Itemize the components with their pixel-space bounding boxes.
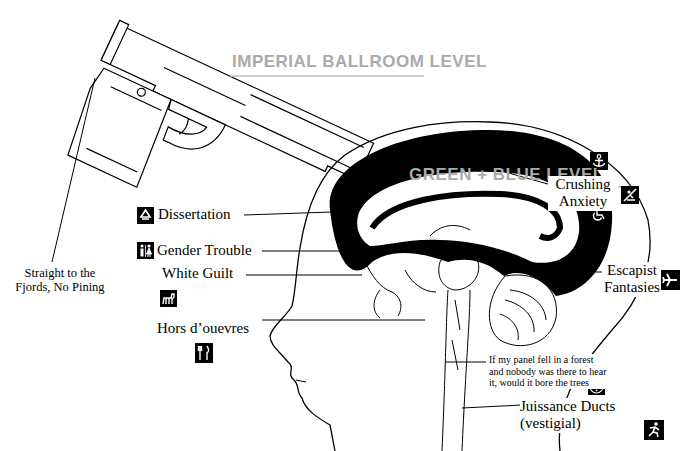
brain-part-label: Juissance Ducts (vestigial) — [520, 398, 642, 433]
brain-part-label: Dissertation — [158, 206, 231, 223]
level-heading: IMPERIAL BALLROOM LEVEL — [232, 52, 487, 72]
brain-part-label: White Guilt — [162, 265, 233, 282]
brain-part-label: Escapist Fantasies — [603, 262, 661, 297]
brain-part-label: Crushing Anxiety — [548, 176, 618, 211]
fornix — [430, 225, 470, 236]
animal-icon — [160, 290, 177, 307]
head-outline — [270, 122, 650, 451]
restroom-icon — [137, 242, 154, 259]
brain-part-label: Hors d’ouevres — [157, 320, 249, 337]
airplane-icon — [660, 270, 680, 290]
recycle-icon — [137, 207, 154, 224]
brain-part-label: Gender Trouble — [157, 242, 252, 259]
corpus-callosum — [357, 172, 579, 263]
note-label: If my panel fell in a forest and nobody … — [489, 354, 607, 389]
pistol-part-label: Straight to the Fjords, No Pining — [8, 266, 112, 295]
heading-underline — [230, 75, 424, 77]
fork-knife-icon — [195, 343, 213, 363]
running-icon — [644, 420, 664, 440]
rowing-icon — [621, 186, 639, 204]
lip-line — [296, 380, 306, 382]
cerebrum — [330, 130, 613, 296]
callosum-band — [372, 194, 560, 238]
